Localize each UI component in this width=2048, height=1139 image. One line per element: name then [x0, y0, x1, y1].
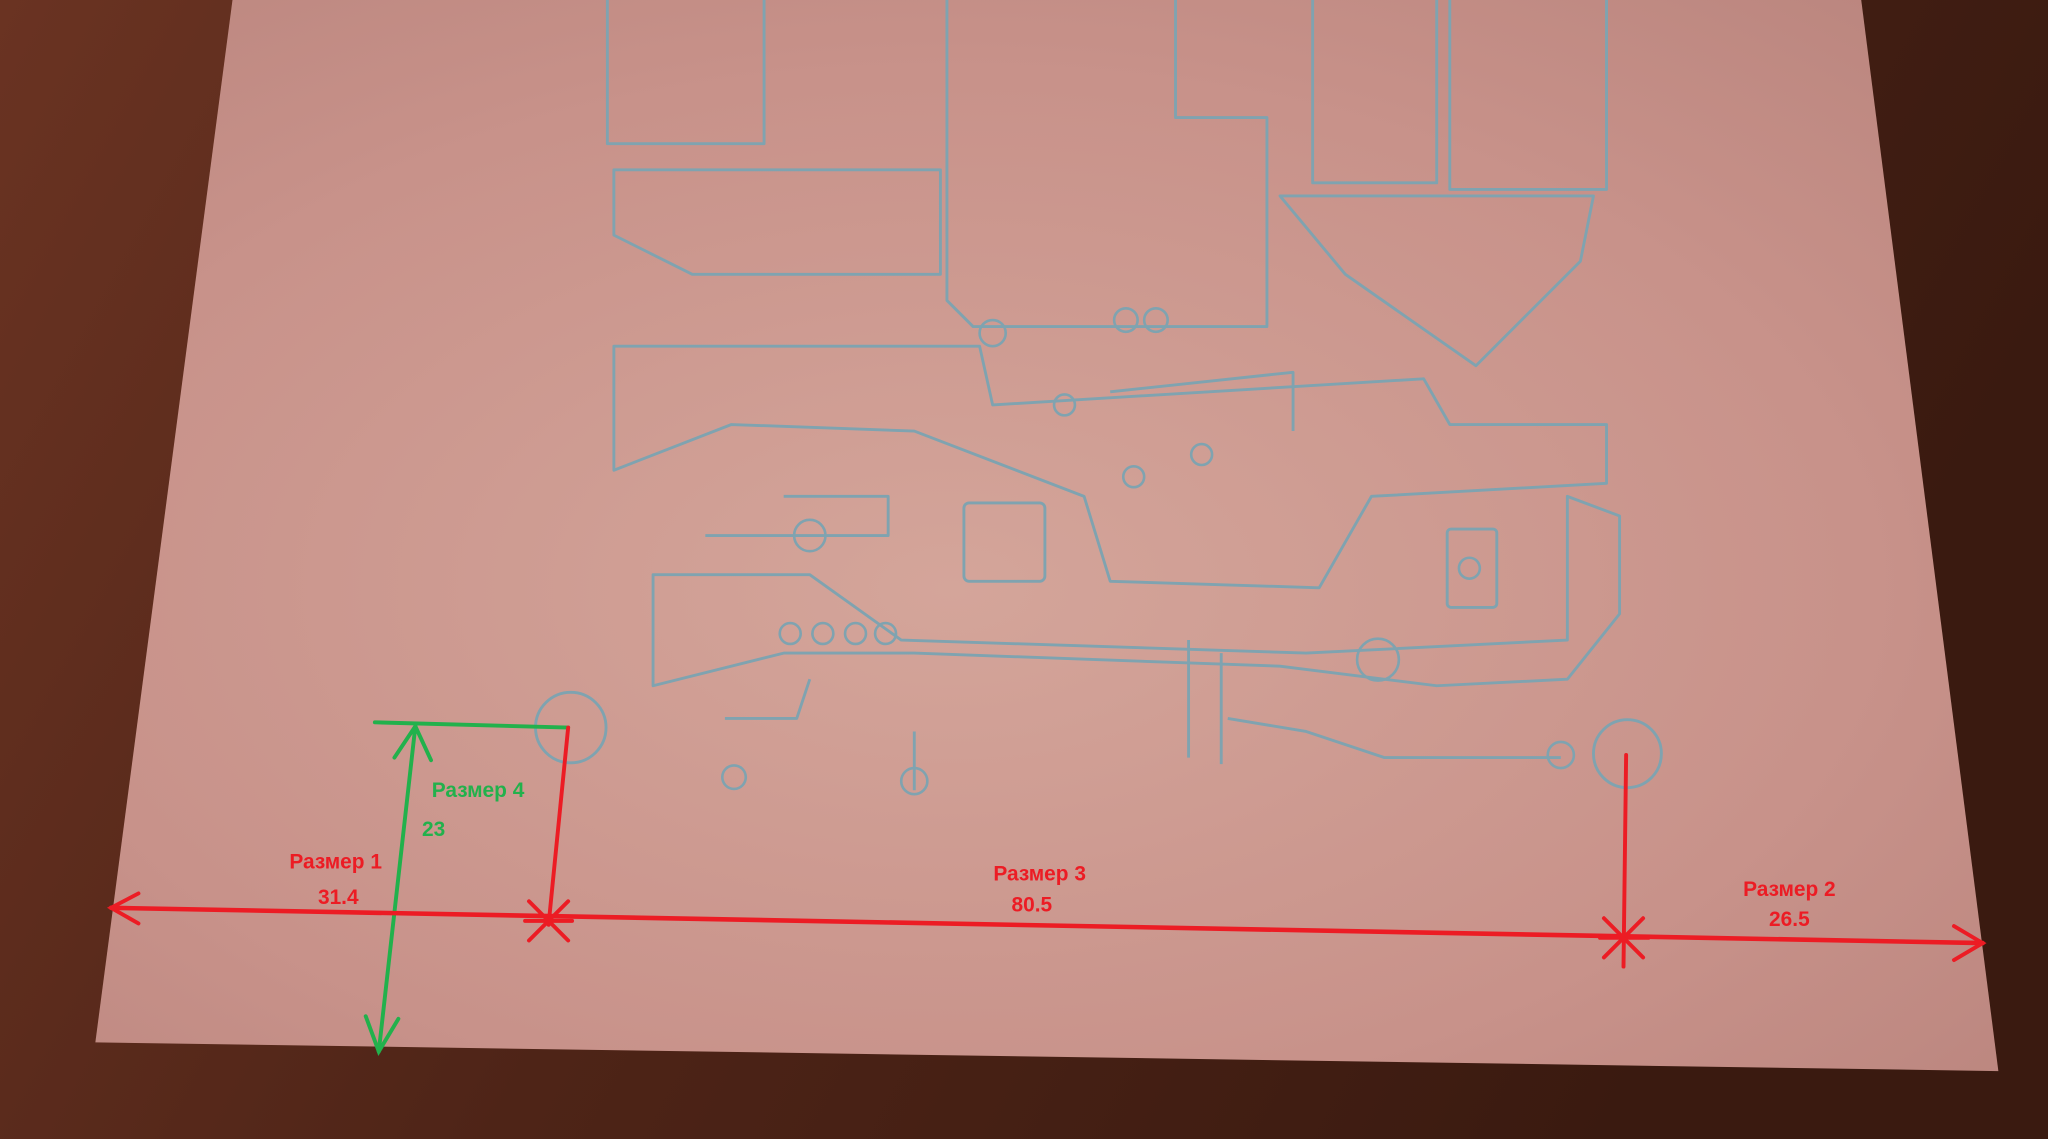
hole-right-vertical-line — [1621, 753, 1629, 969]
arrowhead-left — [106, 891, 141, 926]
hole-left-vertical-line — [546, 725, 571, 927]
dim1-label: Размер 1 — [289, 851, 382, 874]
marker-star-right — [1598, 916, 1651, 960]
dim4-reference-line — [372, 720, 571, 730]
dim4-label: Размер 4 — [432, 779, 525, 802]
arrowhead-right — [1951, 924, 1987, 963]
dimension-lines — [106, 720, 1987, 1056]
dim3-value: 80.5 — [1012, 894, 1053, 917]
dim2-value: 26.5 — [1769, 908, 1810, 931]
copper-board — [95, 0, 1999, 1072]
dim4-arrow-line — [376, 724, 418, 1054]
dim1-value: 31.4 — [318, 886, 359, 909]
marker-star-left — [523, 899, 575, 943]
pcb-traces — [605, 0, 1622, 796]
dim4-arrowhead-top — [392, 722, 433, 763]
dim4-value: 23 — [422, 818, 445, 841]
dim3-label: Размер 3 — [993, 862, 1086, 885]
baseline-arrow-line — [108, 905, 1985, 946]
dim2-label: Размер 2 — [1743, 878, 1836, 901]
dimension-labels: Размер 1 31.4 Размер 4 23 Размер 3 80.5 … — [289, 779, 1835, 931]
dim4-arrowhead-bottom — [363, 1014, 401, 1056]
